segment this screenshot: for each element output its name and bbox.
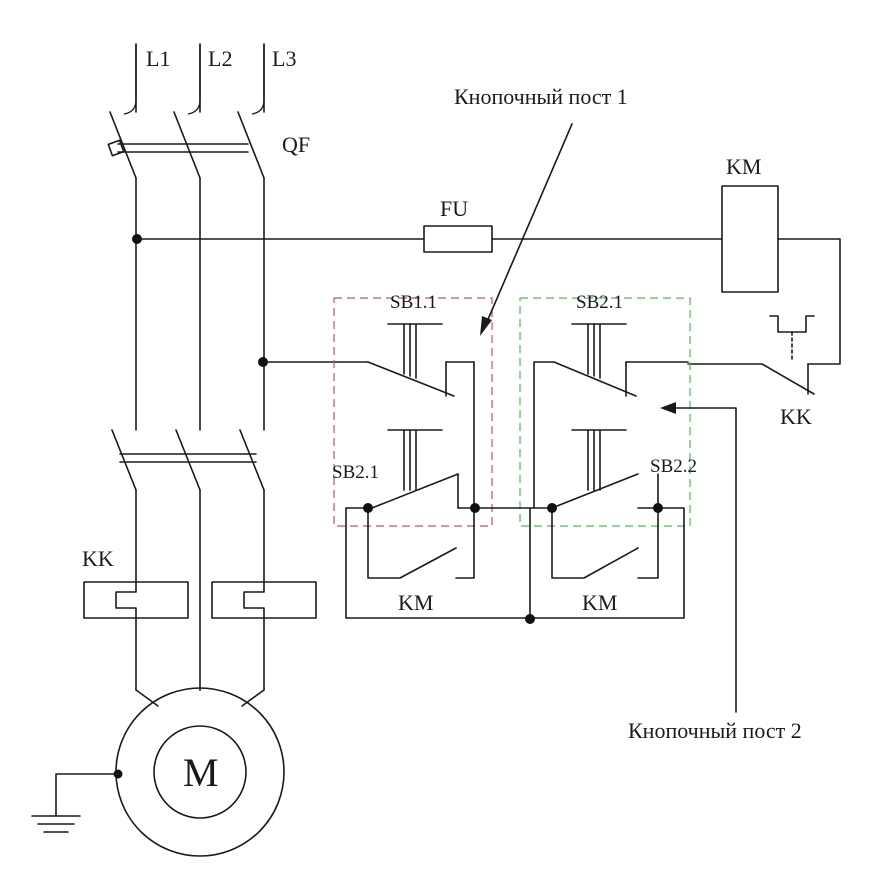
circuit-breaker-qf [107, 111, 265, 179]
post2-hold-label: KM [582, 590, 617, 615]
button-post-1-frame [333, 297, 493, 527]
button-post-2-frame [519, 297, 691, 527]
hold-contact-km-post2 [551, 507, 659, 579]
coil-label: KM [726, 154, 761, 179]
fuse-fu [423, 225, 493, 253]
phase-lines-lower [135, 489, 265, 691]
post1-caption: Кнопочный пост 1 [454, 84, 628, 109]
post1-stop-label: SB1.1 [390, 292, 437, 313]
post2-arrow-icon [660, 402, 737, 713]
post2-start-label: SB2.2 [650, 456, 697, 477]
fuse-label: FU [440, 196, 468, 221]
coil-km [721, 185, 779, 293]
control-wiring [132, 234, 841, 367]
phase-label-l1: L1 [146, 46, 170, 71]
post1-hold-label: KM [398, 590, 433, 615]
hold-contact-km-post1 [367, 507, 475, 579]
post2-stop-label: SB2.1 [576, 292, 623, 313]
thermal-relay-heaters [83, 581, 317, 691]
breaker-label-qf: QF [282, 132, 310, 157]
post1-arrow-icon [480, 123, 573, 336]
thermal-heater-label: KK [82, 546, 114, 571]
stop-button-sb2-1-post2 [473, 323, 689, 509]
ground-icon [31, 769, 123, 833]
post2-caption: Кнопочный пост 2 [628, 718, 802, 743]
phase-supply-lines [123, 43, 265, 115]
thermal-relay-contact [687, 315, 815, 395]
phase-lines-middle [135, 177, 265, 431]
start-button-sb2-2 [551, 429, 659, 509]
phase-label-l2: L2 [208, 46, 232, 71]
thermal-contact-label: KK [780, 404, 812, 429]
post1-start-label: SB2.1 [332, 462, 379, 483]
contactor-km-power-contacts [111, 429, 265, 491]
control-junctions [345, 503, 685, 624]
motor-label: M [183, 750, 219, 795]
phase-label-l3: L3 [272, 46, 296, 71]
stop-button-sb1-1 [367, 323, 475, 397]
start-button-sb2-1 [371, 429, 459, 509]
